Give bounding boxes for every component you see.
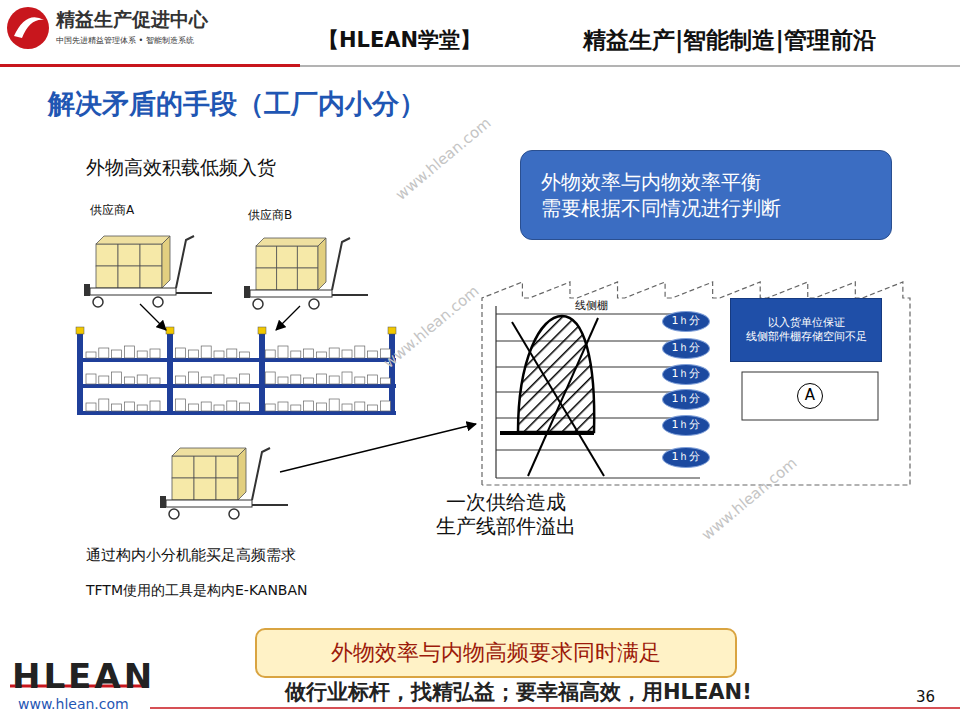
pallet-cart — [160, 448, 288, 519]
page-number: 36 — [916, 688, 935, 706]
time-oval: 1ｈ分 — [662, 364, 710, 385]
logo-circle — [7, 7, 49, 49]
tagline: 精益生产|智能制造|管理前沿 — [583, 27, 876, 55]
time-oval: 1ｈ分 — [662, 415, 710, 436]
note: 通过构内小分机能买足高频需求 — [86, 546, 296, 564]
slide-title: 解决矛盾的手段（工厂内小分） — [48, 88, 426, 120]
footer-rule — [150, 707, 960, 709]
watermark: www.hlean.com — [698, 454, 800, 544]
node-text: 外物效率与内物高频要求同时满足 — [331, 639, 661, 668]
storage-rack — [76, 327, 396, 415]
constraint-box: 以入货单位保证 线侧部件棚存储空间不足 — [730, 298, 882, 362]
time-oval: 1ｈ分 — [662, 447, 710, 468]
circled-letter: A — [797, 383, 823, 409]
slogan: 做行业标杆，找精弘益；要幸福高效，用HLEAN! — [285, 680, 752, 705]
note: TFTM使用的工具是构内E-KANBAN — [86, 582, 308, 599]
cross-mark — [512, 322, 604, 476]
footer-url: www.hlean.com — [18, 696, 129, 713]
time-oval: 1ｈ分 — [662, 311, 710, 332]
node-text: 1ｈ分 — [672, 314, 701, 328]
cross-mark — [528, 318, 598, 476]
flow-arrow — [140, 304, 166, 330]
brand-name: 【HLEAN学堂】 — [318, 28, 481, 53]
conclusion-box: 外物效率与内物高频要求同时满足 — [255, 628, 737, 678]
section-heading: 外物高效积载低频入货 — [86, 156, 276, 179]
node-text: 以入货单位保证 线侧部件棚存储空间不足 — [740, 316, 872, 345]
rack-label: 线侧棚 — [575, 299, 608, 312]
note-box: 外物效率与内物效率平衡 需要根据不同情况进行判断 — [520, 150, 892, 240]
watermark: www.hlean.com — [392, 114, 494, 204]
empty-box — [742, 372, 878, 420]
factory-outline — [482, 282, 910, 485]
node-text: 外物效率与内物效率平衡 需要根据不同情况进行判断 — [541, 169, 831, 221]
org-subtitle: 中国先进精益管理体系 • 智能制造系统 — [56, 36, 194, 46]
header-accent — [0, 64, 300, 67]
footer-logo: HLEAN — [12, 656, 155, 697]
node-text: 1ｈ分 — [672, 392, 701, 406]
node-text: 1ｈ分 — [672, 418, 701, 432]
org-name: 精益生产促进中心 — [56, 8, 208, 31]
pallet-cart — [84, 236, 212, 307]
time-oval: 1ｈ分 — [662, 389, 710, 410]
supplier-label: 供应商B — [248, 208, 292, 222]
logo-swoosh — [14, 17, 44, 38]
node-text: 1ｈ分 — [672, 367, 701, 381]
node-text: A — [805, 386, 815, 406]
overflow-note: 一次供给造成 生产线部件溢出 — [418, 490, 593, 538]
supplier-label: 供应商A — [90, 203, 134, 217]
node-text: 1ｈ分 — [672, 341, 701, 355]
pallet-cart — [244, 238, 368, 309]
flow-arrow — [280, 424, 476, 472]
flow-arrow — [276, 306, 300, 330]
time-oval: 1ｈ分 — [662, 338, 710, 359]
node-text: 1ｈ分 — [672, 450, 701, 464]
